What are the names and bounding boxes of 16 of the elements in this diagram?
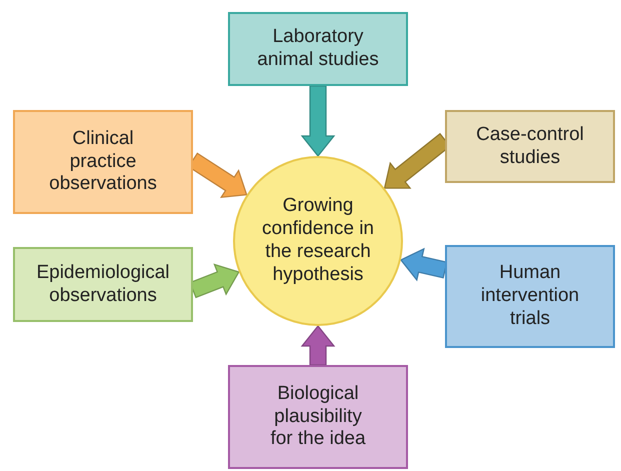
source-box xyxy=(228,12,408,86)
node-label: Growing confidence in the research hypothesis xyxy=(261,195,375,287)
node-label: Case-control studies xyxy=(475,124,585,170)
source-box xyxy=(445,110,615,183)
node-label: Epidemiological observations xyxy=(35,262,171,308)
source-box xyxy=(13,247,193,322)
source-box xyxy=(445,245,615,348)
node-label: Biological plausibility for the idea xyxy=(269,382,367,452)
source-box xyxy=(13,110,193,214)
node-label: Clinical practice observations xyxy=(48,128,158,196)
block-arrow xyxy=(300,325,336,366)
node-label: Laboratory animal studies xyxy=(256,26,380,72)
block-arrow xyxy=(300,85,336,157)
source-box xyxy=(228,365,408,469)
block-arrow xyxy=(400,248,448,282)
node-label: Human intervention trials xyxy=(480,262,580,331)
